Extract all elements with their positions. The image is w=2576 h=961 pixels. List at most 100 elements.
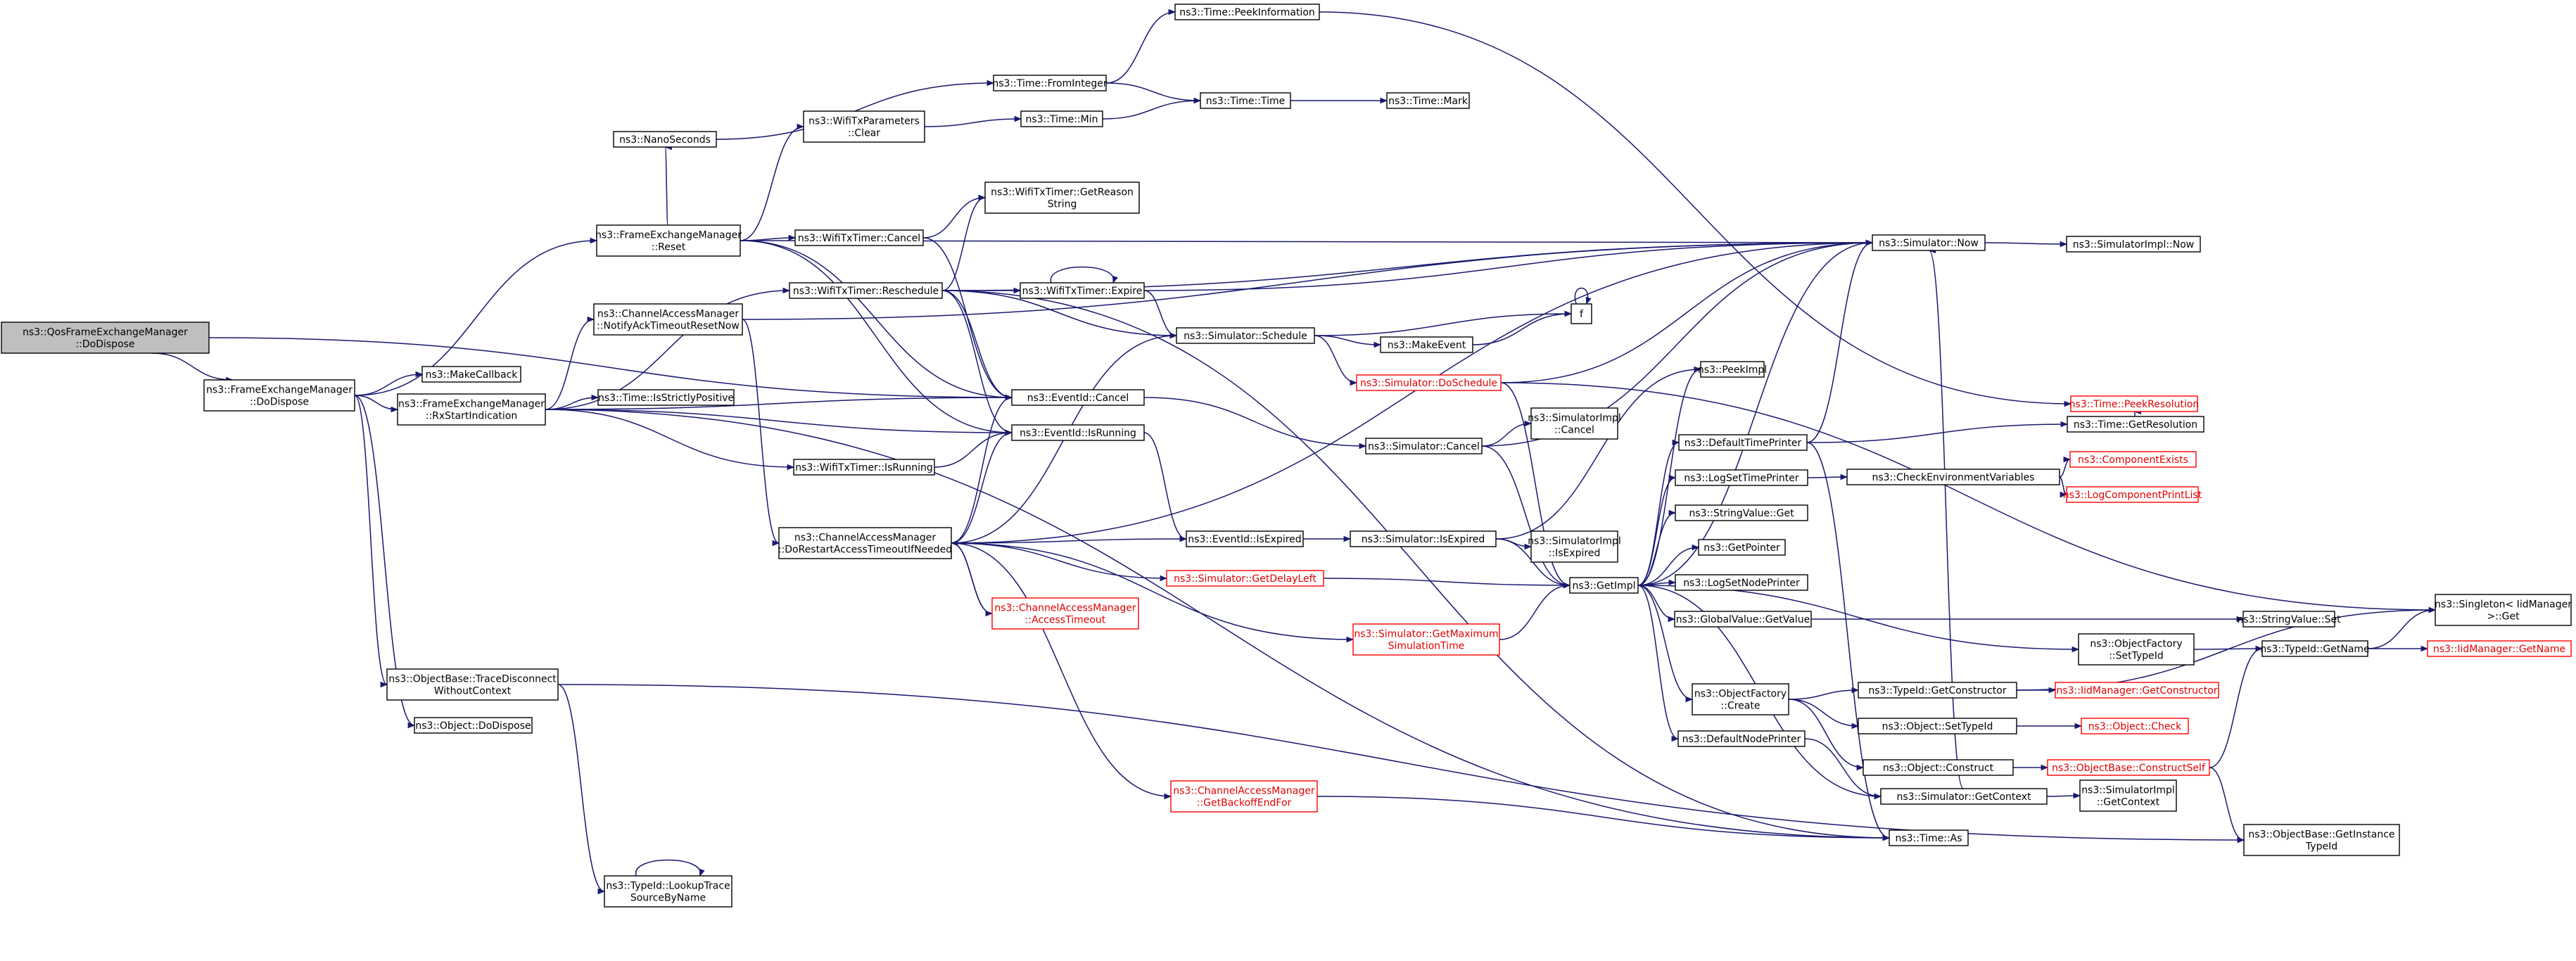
node-ns3-eventid-isexpired[interactable]: ns3::EventId::IsExpired	[1186, 530, 1304, 547]
node-ns3-makecallback[interactable]: ns3::MakeCallback	[421, 366, 521, 383]
node-ns3-time-isstrictlypositive[interactable]: ns3::Time::IsStrictlyPositive	[597, 389, 735, 406]
edge-n8-to-n10	[742, 319, 780, 547]
node-ns3-wifitxtimer-expire[interactable]: ns3::WifiTxTimer::Expire	[1020, 282, 1145, 299]
node-ns3-channelaccessmanager-dorestartaccesstimeoutifneeded[interactable]: ns3::ChannelAccessManager::DoRestartAcce…	[778, 527, 952, 559]
node-ns3-time-frominteger[interactable]: ns3::Time::FromInteger	[992, 75, 1108, 91]
node-ns3-simulatorimpl-cancel[interactable]: ns3::SimulatorImpl::Cancel	[1528, 407, 1621, 440]
node-ns3-time-peekresolution[interactable]: ns3::Time::PeekResolution	[2069, 395, 2200, 412]
node-box	[793, 459, 935, 476]
node-ns3-time-peekinformation[interactable]: ns3::Time::PeekInformation	[1174, 4, 1320, 20]
node-ns3-simulatorimpl-now[interactable]: ns3::SimulatorImpl::Now	[2066, 236, 2201, 253]
node-ns3-nanoseconds[interactable]: ns3::NanoSeconds	[613, 131, 717, 148]
node-ns3-peekimpl[interactable]: ns3::PeekImpl	[1698, 361, 1767, 378]
node-ns3-object-construct[interactable]: ns3::Object::Construct	[1863, 759, 2014, 776]
node-label: ns3::WifiTxTimer::Cancel	[798, 233, 920, 244]
node-box	[2427, 640, 2572, 657]
edge-n30-to-n35	[1472, 310, 1573, 345]
node-ns3-globalvalue-getvalue[interactable]: ns3::GlobalValue::GetValue	[1674, 611, 1812, 628]
node-ns3-object-check[interactable]: ns3::Object::Check	[2081, 718, 2189, 734]
node-label: ns3::FrameExchangeManager	[595, 230, 742, 241]
node-ns3-componentexists[interactable]: ns3::ComponentExists	[2069, 451, 2197, 468]
node-ns3-object-dodispose[interactable]: ns3::Object::DoDispose	[414, 717, 533, 734]
edge-n35-to-n35	[1574, 287, 1592, 305]
node-ns3-simulator-getdelayleft[interactable]: ns3::Simulator::GetDelayLeft	[1166, 570, 1324, 587]
node-label: ::Create	[1721, 701, 1760, 712]
edge-n17-to-n25	[1105, 82, 1202, 104]
edge-n31-to-n38	[1500, 382, 1571, 589]
node-ns3-channelaccessmanager-getbackoffendfor[interactable]: ns3::ChannelAccessManager::GetBackoffEnd…	[1170, 780, 1318, 813]
node-ns3-simulator-doschedule[interactable]: ns3::Simulator::DoSchedule	[1356, 374, 1502, 391]
node-ns3-frameexchangemanager-dodispose[interactable]: ns3::FrameExchangeManager::DoDispose	[203, 379, 355, 412]
node-ns3-defaultnodeprinter[interactable]: ns3::DefaultNodePrinter	[1677, 730, 1806, 747]
node-ns3-simulator-now[interactable]: ns3::Simulator::Now	[1872, 234, 1986, 251]
node-ns3-channelaccessmanager-notifyacktimeoutresetnow[interactable]: ns3::ChannelAccessManager::NotifyAckTime…	[593, 303, 743, 336]
node-ns3-time-mark[interactable]: ns3::Time::Mark	[1386, 92, 1470, 109]
node-ns3-simulator-cancel[interactable]: ns3::Simulator::Cancel	[1365, 438, 1483, 454]
node-ns3-wifitxtimer-reschedule[interactable]: ns3::WifiTxTimer::Reschedule	[789, 282, 943, 299]
node-ns3-frameexchangemanager-rxstartindication[interactable]: ns3::FrameExchangeManager::RxStartIndica…	[397, 393, 546, 426]
node-ns3-object-settypeid[interactable]: ns3::Object::SetTypeId	[1858, 718, 2017, 734]
node-ns3-channelaccessmanager-accesstimeout[interactable]: ns3::ChannelAccessManager::AccessTimeout	[991, 597, 1139, 630]
node-box	[2435, 594, 2572, 626]
node-ns3-logsetnodeprinter[interactable]: ns3::LogSetNodePrinter	[1675, 574, 1808, 591]
node-ns3-objectfactory-create[interactable]: ns3::ObjectFactory::Create	[1692, 683, 1789, 715]
node-box	[1675, 469, 1808, 486]
node-ns3-typeid-getconstructor[interactable]: ns3::TypeId::GetConstructor	[1858, 682, 2017, 699]
node-box	[1356, 374, 1502, 391]
node-label: ns3::Object::Check	[2088, 721, 2182, 732]
node-ns3-getimpl[interactable]: ns3::GetImpl	[1569, 577, 1639, 594]
node-ns3-wifitxtimer-isrunning[interactable]: ns3::WifiTxTimer::IsRunning	[793, 459, 935, 476]
edge-n4-to-n50	[545, 409, 1891, 841]
node-ns3-simulator-getcontext[interactable]: ns3::Simulator::GetContext	[1880, 788, 2048, 805]
node-label: ns3::Time::PeekResolution	[2069, 399, 2200, 410]
node-box	[1858, 718, 2017, 734]
node-ns3-time-time[interactable]: ns3::Time::Time	[1200, 92, 1291, 109]
node-ns3-eventid-isrunning[interactable]: ns3::EventId::IsRunning	[1011, 424, 1145, 441]
node-ns3-defaulttimeprinter[interactable]: ns3::DefaultTimePrinter	[1678, 434, 1808, 451]
node-ns3-iidmanager-getname[interactable]: ns3::IidManager::GetName	[2427, 640, 2572, 657]
node-ns3-time-getresolution[interactable]: ns3::Time::GetResolution	[2067, 416, 2204, 433]
node-ns3-checkenvironmentvariables[interactable]: ns3::CheckEnvironmentVariables	[1846, 469, 2060, 485]
node-ns3-simulator-isexpired[interactable]: ns3::Simulator::IsExpired	[1350, 530, 1497, 547]
node-label: ns3::ChannelAccessManager	[597, 309, 740, 320]
node-label: ns3::EventId::IsExpired	[1188, 534, 1301, 545]
node-label: ns3::Time::IsStrictlyPositive	[598, 393, 734, 404]
edge-n39-to-n51	[1984, 241, 2068, 248]
node-ns3-iidmanager-getconstructor[interactable]: ns3::IidManager::GetConstructor	[2055, 682, 2219, 699]
node-box	[1170, 780, 1318, 813]
node-ns3-simulatorimpl-getcontext[interactable]: ns3::SimulatorImpl::GetContext	[2079, 779, 2177, 812]
node-ns3-objectbase-constructself[interactable]: ns3::ObjectBase::ConstructSelf	[2047, 759, 2210, 776]
node-ns3-time-min[interactable]: ns3::Time::Min	[1020, 110, 1103, 127]
node-ns3-getpointer[interactable]: ns3::GetPointer	[1698, 539, 1786, 556]
edge-n38-to-n43	[1637, 509, 1677, 586]
node-ns3-typeid-getname[interactable]: ns3::TypeId::GetName	[2260, 640, 2370, 657]
node-ns3-frameexchangemanager-reset[interactable]: ns3::FrameExchangeManager::Reset	[595, 224, 742, 257]
node-label: ns3::Simulator::GetContext	[1896, 791, 2031, 803]
node-ns3-simulatorimpl-isexpired[interactable]: ns3::SimulatorImpl::IsExpired	[1528, 530, 1621, 563]
node-box	[604, 875, 732, 908]
node-box	[1674, 611, 1812, 628]
node-f[interactable]: f	[1571, 303, 1592, 324]
edge-n2-to-n39	[740, 239, 1874, 246]
node-ns3-makeevent[interactable]: ns3::MakeEvent	[1380, 336, 1473, 353]
node-ns3-wifitxparameters-clear[interactable]: ns3::WifiTxParameters::Clear	[803, 110, 925, 143]
edge-n53-to-n62	[2059, 476, 2068, 498]
node-ns3-logcomponentprintlist[interactable]: ns3::LogComponentPrintList	[2063, 486, 2202, 503]
edge-n20-to-n20	[1050, 266, 1118, 284]
node-ns3-singleton-iidmanager-get[interactable]: ns3::Singleton< IidManager >::Get	[2435, 594, 2572, 626]
node-ns3-logsettimeprinter[interactable]: ns3::LogSetTimePrinter	[1675, 469, 1808, 486]
node-ns3-objectbase-tracedisconnect-withoutcontext[interactable]: ns3::ObjectBase::TraceDisconnectWithoutC…	[386, 668, 559, 701]
node-ns3-eventid-cancel[interactable]: ns3::EventId::Cancel	[1011, 389, 1145, 406]
node-ns3-objectfactory-settypeid[interactable]: ns3::ObjectFactory::SetTypeId	[2078, 633, 2195, 666]
node-ns3-stringvalue-get[interactable]: ns3::StringValue::Get	[1675, 504, 1808, 521]
node-ns3-wifitxtimer-cancel[interactable]: ns3::WifiTxTimer::Cancel	[794, 229, 924, 246]
node-label: ns3::Time::Min	[1025, 114, 1098, 125]
node-ns3-simulator-schedule[interactable]: ns3::Simulator::Schedule	[1176, 327, 1315, 344]
node-ns3-time-as[interactable]: ns3::Time::As	[1889, 829, 1969, 846]
node-ns3-qosframeexchangemanager-dodispose[interactable]: ns3::QosFrameExchangeManager::DoDispose	[1, 322, 210, 354]
node-ns3-stringvalue-set[interactable]: ns3::StringValue::Set	[2237, 611, 2341, 628]
